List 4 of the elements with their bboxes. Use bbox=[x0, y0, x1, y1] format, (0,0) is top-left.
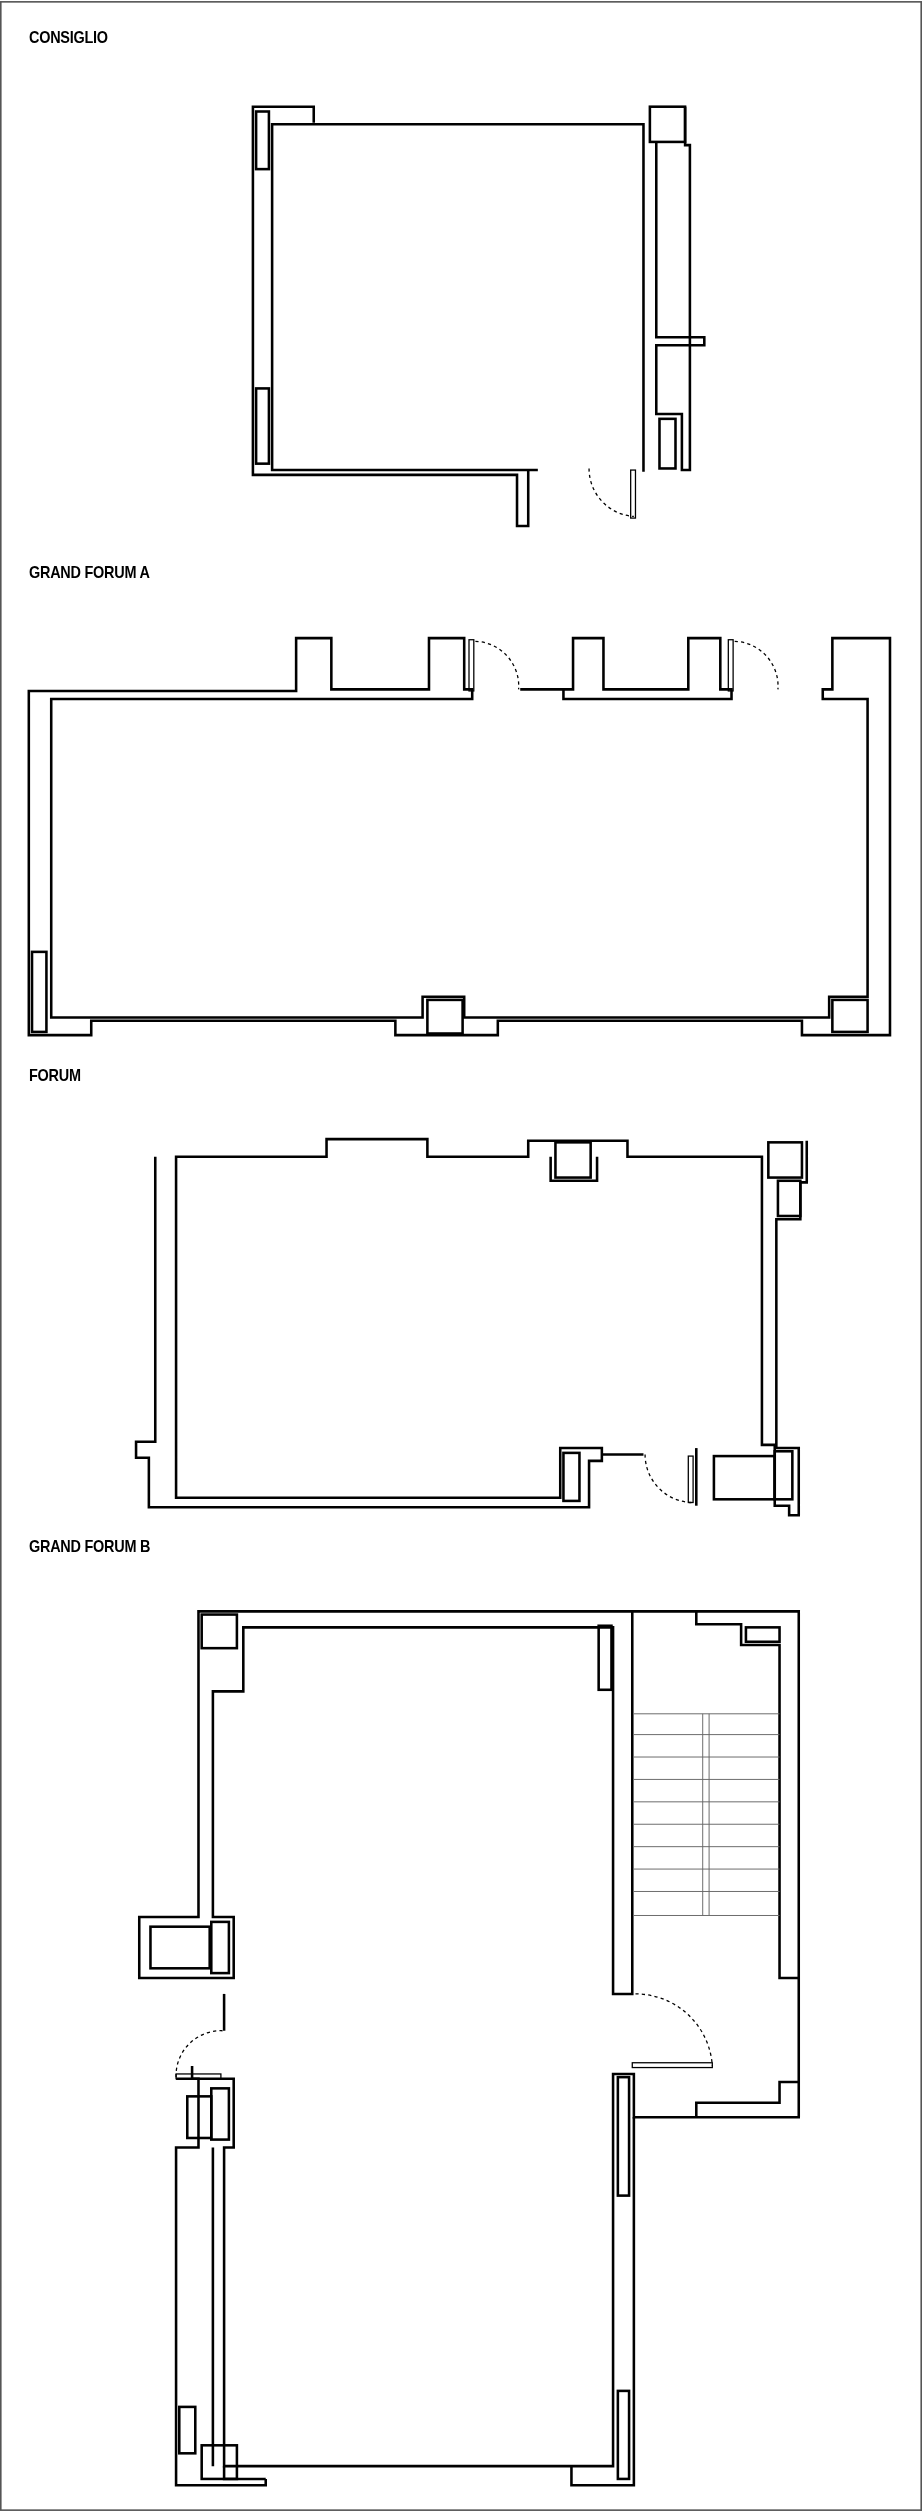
section-heading: FORUM bbox=[29, 1066, 81, 1086]
section-heading: GRAND FORUM A bbox=[29, 563, 150, 583]
section-heading: CONSIGLIO bbox=[29, 28, 108, 48]
section-heading: GRAND FORUM B bbox=[29, 1537, 151, 1557]
